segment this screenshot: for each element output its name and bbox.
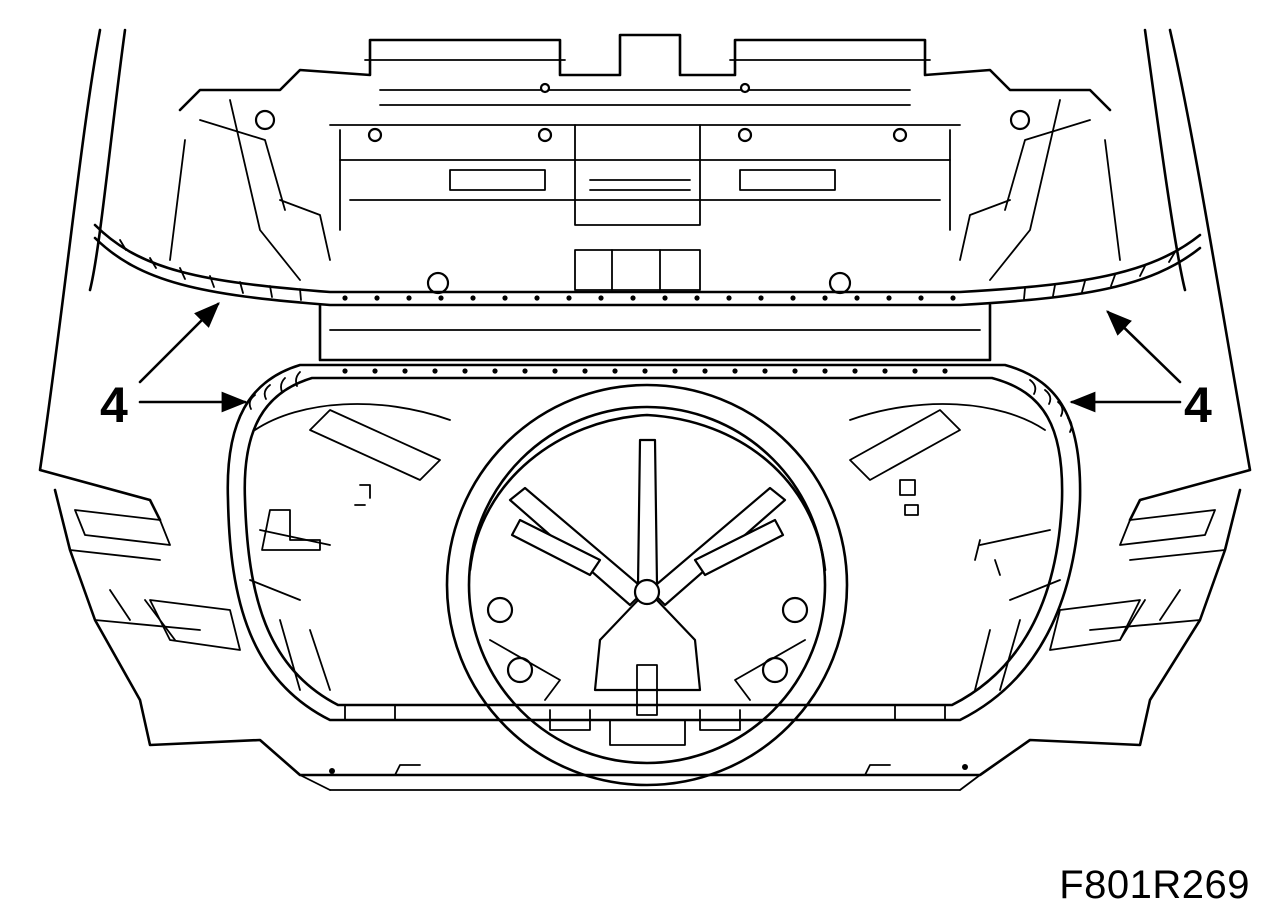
seal-clip-dot [552,368,558,374]
fastener-dot [598,295,604,301]
cross-member-dots [342,295,956,301]
trunk-opening-weatherstrip [226,363,1082,722]
seal-clip-dot [522,368,528,374]
callout-right-label: 4 [1184,377,1212,433]
seal-clip-dot [642,368,648,374]
fastener-dot [342,295,348,301]
vehicle-body-outline [38,28,1252,791]
seal-clip-dot [492,368,498,374]
seal-clip-dot [462,368,468,374]
fastener-dot [662,295,668,301]
trunk-floor [249,403,1061,691]
seal-clip-dot [672,368,678,374]
seal-clip-dot [582,368,588,374]
fastener-dot [790,295,796,301]
rear-sill [329,704,968,776]
fastener-dot [406,295,412,301]
fastener-dot [470,295,476,301]
seal-clip-dot [852,368,858,374]
fastener-dot [630,295,636,301]
seal-clip-dot [912,368,918,374]
seal-clip-dot [432,368,438,374]
fastener-dot [694,295,700,301]
fastener-dot [726,295,732,301]
seal-clip-dots [342,368,948,374]
fastener-dot [566,295,572,301]
seal-clip-dot [732,368,738,374]
fastener-dot [502,295,508,301]
fastener-dot [758,295,764,301]
fastener-dot [886,295,892,301]
callout-left-label: 4 [100,377,128,433]
spare-wheel-well [445,383,849,787]
upper-weatherstrip [93,223,1202,307]
fastener-dot [918,295,924,301]
seal-clip-dot [822,368,828,374]
seal-clip-dot [342,368,348,374]
fastener-dot [374,295,380,301]
callout-left: 4 [100,302,248,433]
fastener-dot [822,295,828,301]
seal-clip-dot [402,368,408,374]
seal-clip-dot [612,368,618,374]
fastener-dot [950,295,956,301]
seal-clip-dot [882,368,888,374]
figure-id: F801R269 [1059,863,1250,907]
seal-clip-dot [762,368,768,374]
seal-clip-dot [372,368,378,374]
fastener-dot [854,295,860,301]
seal-clip-dot [702,368,708,374]
rear-cross-member [318,295,992,362]
fastener-dot [438,295,444,301]
callout-right: 4 [1069,310,1212,433]
seal-clip-dot [942,368,948,374]
rear-shelf-structure [169,33,1121,295]
seal-clip-dot [792,368,798,374]
fastener-dot [534,295,540,301]
